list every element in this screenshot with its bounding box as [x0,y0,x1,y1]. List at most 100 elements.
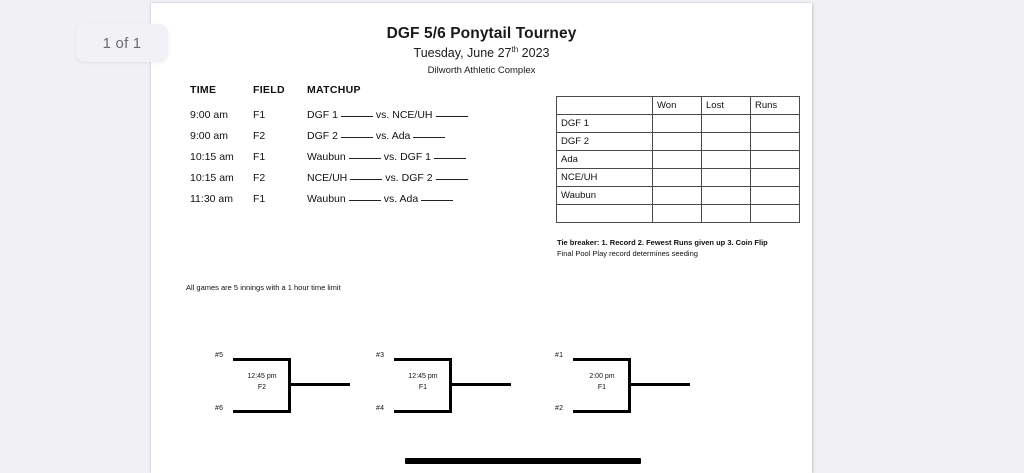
bracket-game-time: 2:00 pm [589,373,615,380]
standings-cell-won[interactable] [652,204,702,223]
score-blank-home[interactable] [348,157,381,159]
standings-cell-lost[interactable] [701,168,751,187]
standings-row: DGF 1 [556,114,800,133]
page-indicator-badge: 1 of 1 [76,24,168,62]
standings-cell-lost[interactable] [701,132,751,151]
schedule-cell-matchup: Waubun vs. DGF 1 [307,146,490,167]
matchup-versus: vs. [375,129,390,142]
document-venue: Dilworth Athletic Complex [427,64,536,76]
matchup-team-away: DGF 1 [400,150,431,163]
schedule-row: 10:15 am F1 Waubun vs. DGF 1 [190,146,490,167]
schedule-cell-field: F1 [253,150,266,163]
innings-note: All games are 5 innings with a 1 hour ti… [186,283,341,292]
schedule-cell-time: 9:00 am [190,108,228,121]
bracket-seed-bottom: #6 [215,405,224,412]
matchup-team-away: Ada [399,192,419,205]
bracket-game-field: F1 [418,383,428,391]
tiebreaker-note: Tie breaker: 1. Record 2. Fewest Runs gi… [557,237,807,260]
bracket-line-top [394,358,452,361]
document-date: Tuesday, June 27th 2023 [151,45,812,61]
score-blank-away[interactable] [433,157,466,159]
matchup-versus: vs. [383,150,398,163]
matchup-versus: vs. [385,171,399,184]
bracket-line-bottom [394,410,452,413]
schedule-cell-matchup: Waubun vs. Ada [307,188,490,209]
standings-cell-lost[interactable] [701,186,751,205]
score-blank-home[interactable] [348,199,381,201]
document-date-ordinal: th [511,45,519,55]
schedule-cell-field: F1 [253,108,266,121]
standings-cell-lost[interactable] [701,150,751,169]
schedule-header-field: FIELD [253,84,285,96]
score-blank-away[interactable] [435,178,468,180]
standings-row: Waubun [556,186,800,205]
score-blank-home[interactable] [340,115,373,117]
standings-header-lost: Lost [701,96,751,115]
score-blank-away[interactable] [421,199,454,201]
schedule-cell-field: F2 [253,129,266,142]
bracket-game-info: 2:00 pm F1 [575,372,629,394]
standings-cell-team: DGF 2 [556,132,653,151]
schedule-cell-time: 10:15 am [190,171,234,184]
standings-cell-won[interactable] [652,168,702,187]
standings-header-runs: Runs [750,96,800,115]
matchup-team-home: Waubun [307,150,346,163]
standings-row: NCE/UH [556,168,800,187]
matchup-team-away: NCE/UH [392,108,433,121]
tiebreaker-seeding: Final Pool Play record determines seedin… [557,249,698,259]
schedule-header-row: TIME FIELD MATCHUP [190,84,490,104]
schedule-header-time: TIME [190,84,217,96]
document-date-prefix: Tuesday, June 27 [413,46,512,61]
score-blank-home[interactable] [340,136,373,138]
standings-cell-team: Waubun [556,186,653,205]
schedule-cell-time: 10:15 am [190,150,234,163]
schedule-cell-time: 11:30 am [190,192,233,205]
standings-cell-runs[interactable] [750,168,800,187]
document-header: DGF 5/6 Ponytail Tourney Tuesday, June 2… [151,3,812,76]
standings-row: DGF 2 [556,132,800,151]
matchup-team-home: Waubun [307,192,346,205]
bracket-line-bottom [233,410,291,413]
standings-cell-team: NCE/UH [556,168,653,187]
document-date-year: 2023 [518,46,550,61]
standings-cell-won[interactable] [652,186,702,205]
score-blank-home[interactable] [350,178,383,180]
standings-cell-runs[interactable] [750,186,800,205]
bracket-line-winner [288,383,350,386]
matchup-versus: vs. [383,192,398,205]
bracket-line-top [573,358,631,361]
bracket-line-top [233,358,291,361]
standings-cell-lost[interactable] [701,114,751,133]
standings-cell-won[interactable] [652,114,702,133]
standings-cell-runs[interactable] [750,132,800,151]
page-bottom-rule [405,458,641,464]
standings-cell-team: Ada [556,150,653,169]
matchup-team-home: NCE/UH [307,171,348,184]
standings-cell-runs[interactable] [750,150,800,169]
standings-cell-won[interactable] [652,150,702,169]
bracket-seed-top: #3 [376,352,385,359]
standings-header-team [556,96,653,115]
score-blank-away[interactable] [435,115,468,117]
document-page: DGF 5/6 Ponytail Tourney Tuesday, June 2… [151,3,812,473]
score-blank-away[interactable] [413,136,446,138]
matchup-team-home: DGF 1 [307,108,338,121]
bracket-game-field: F1 [597,383,607,391]
document-title: DGF 5/6 Ponytail Tourney [386,25,577,42]
standings-cell-runs[interactable] [750,114,800,133]
schedule-cell-field: F2 [253,171,266,184]
standings-cell-runs[interactable] [750,204,800,223]
standings-cell-lost[interactable] [701,204,751,223]
bracket-line-winner [449,383,511,386]
standings-cell-won[interactable] [652,132,702,151]
